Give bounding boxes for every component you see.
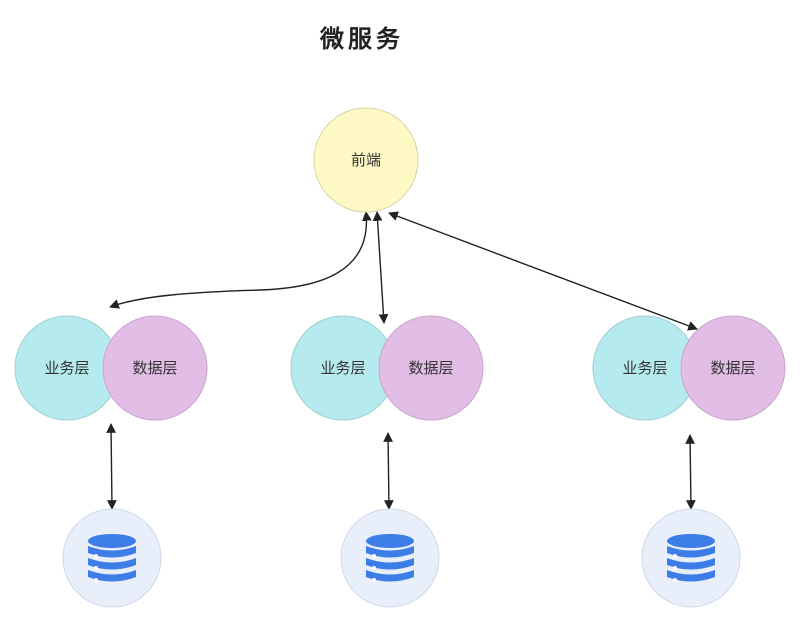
data-layer-node bbox=[378, 315, 484, 421]
database-node-1 bbox=[62, 508, 162, 608]
frontend-label: 前端 bbox=[351, 151, 381, 169]
business-layer-label: 业务层 bbox=[44, 359, 89, 377]
edges bbox=[106, 211, 698, 510]
edge-frontend-service-3 bbox=[388, 211, 698, 331]
diagram-title: 微服务 bbox=[319, 25, 404, 53]
frontend-node: 前端 bbox=[313, 107, 419, 213]
service-group-3: 业务层 数据层 bbox=[592, 315, 786, 421]
edge-service-1-database-1 bbox=[106, 423, 117, 510]
edge-service-2-database-2 bbox=[383, 432, 394, 510]
edge-service-3-database-3 bbox=[685, 434, 696, 510]
business-layer-label: 业务层 bbox=[320, 359, 365, 377]
service-group-1: 业务层 数据层 bbox=[14, 315, 208, 421]
data-layer-label: 数据层 bbox=[132, 359, 177, 377]
edge-frontend-service-1 bbox=[109, 211, 372, 309]
business-layer-label: 业务层 bbox=[622, 359, 667, 377]
database-node-2 bbox=[340, 508, 440, 608]
data-layer-node bbox=[102, 315, 208, 421]
data-layer-label: 数据层 bbox=[408, 359, 453, 377]
database-node-3 bbox=[641, 508, 741, 608]
data-layer-node bbox=[680, 315, 786, 421]
edge-frontend-service-2 bbox=[372, 211, 389, 324]
data-layer-label: 数据层 bbox=[710, 359, 755, 377]
service-group-2: 业务层 数据层 bbox=[290, 315, 484, 421]
